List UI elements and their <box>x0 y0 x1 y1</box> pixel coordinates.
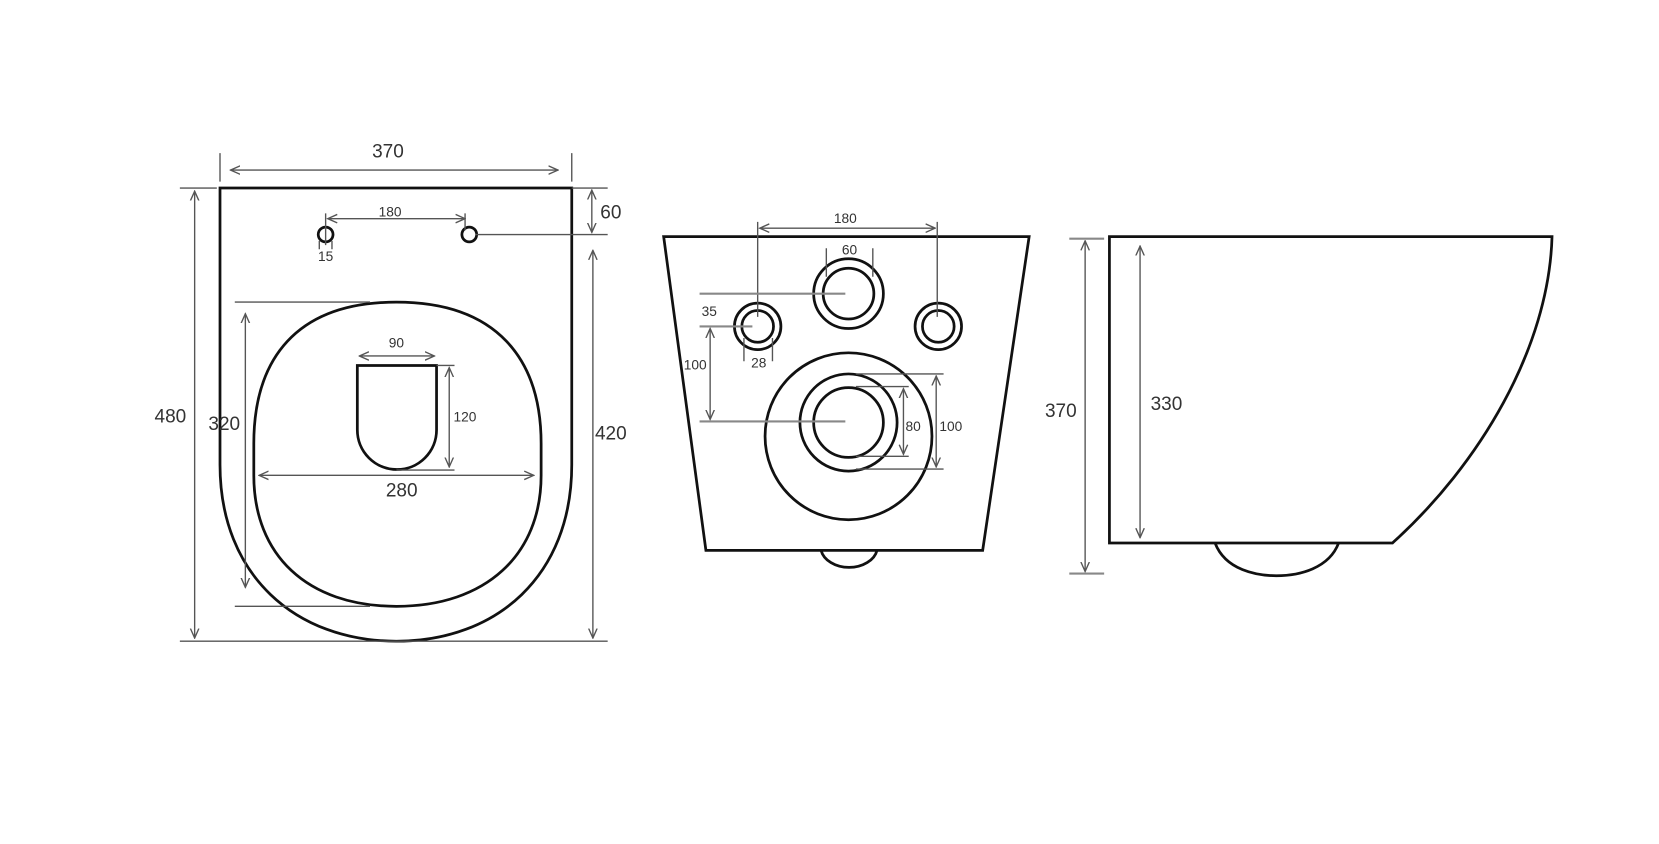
label-back-180: 180 <box>834 211 857 226</box>
label-depth: 480 <box>155 407 187 428</box>
top-view: 370 480 60 420 180 15 320 280 90 120 <box>155 141 627 643</box>
label-180: 180 <box>379 205 402 220</box>
back-foot <box>819 549 879 569</box>
label-280: 280 <box>386 480 418 501</box>
label-width: 370 <box>372 141 404 162</box>
label-15: 15 <box>318 249 334 264</box>
label-120: 120 <box>453 409 476 424</box>
label-60: 60 <box>842 243 858 258</box>
side-foot <box>1213 542 1340 578</box>
label-80: 80 <box>906 419 922 434</box>
label-90: 90 <box>389 336 405 351</box>
fixing-right-outer <box>913 301 963 352</box>
label-320: 320 <box>208 414 240 435</box>
seat-rim <box>252 300 543 608</box>
fixing-hole-right <box>460 225 479 244</box>
bowl-opening <box>355 364 438 471</box>
label-side-370: 370 <box>1045 401 1077 422</box>
side-view: 370 330 <box>1045 235 1554 578</box>
back-outline <box>662 235 1031 552</box>
label-330: 330 <box>1151 394 1183 415</box>
side-outline <box>1108 235 1554 545</box>
label-60: 60 <box>600 203 621 224</box>
fixing-right-inner <box>921 309 956 344</box>
back-view: 180 60 35 28 100 80 100 <box>662 211 1031 569</box>
label-420: 420 <box>595 423 627 444</box>
label-28: 28 <box>751 356 767 371</box>
label-35: 35 <box>702 304 718 319</box>
label-outlet-100: 100 <box>939 419 962 434</box>
label-back-100: 100 <box>684 358 707 373</box>
bowl-outline <box>218 186 574 643</box>
outlet-flange <box>763 351 934 522</box>
